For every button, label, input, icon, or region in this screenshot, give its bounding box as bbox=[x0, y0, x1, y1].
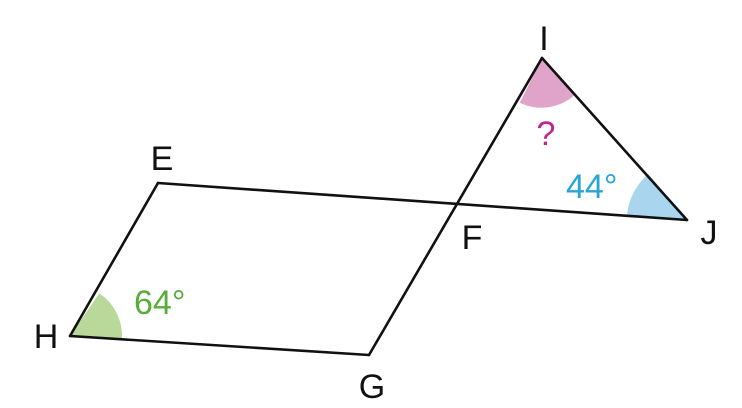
edge-ij bbox=[540, 56, 689, 222]
vertex-label-i: I bbox=[539, 20, 548, 58]
angle-j-sector bbox=[627, 174, 687, 220]
vertex-label-g: G bbox=[359, 368, 385, 406]
angle-h-sector bbox=[70, 293, 123, 340]
edge-gi bbox=[367, 56, 544, 357]
edge-he bbox=[68, 181, 160, 338]
edge-hg bbox=[68, 334, 371, 357]
vertex-label-j: J bbox=[701, 214, 718, 252]
vertex-label-h: H bbox=[34, 318, 59, 356]
angle-label-h: 64° bbox=[134, 284, 185, 322]
angle-i-sector bbox=[519, 58, 574, 108]
vertex-label-f: F bbox=[462, 219, 483, 257]
edge-ej bbox=[156, 181, 689, 222]
angle-label-i: ? bbox=[537, 115, 556, 153]
angle-label-j: 44° bbox=[566, 168, 617, 206]
vertex-label-e: E bbox=[151, 140, 174, 178]
